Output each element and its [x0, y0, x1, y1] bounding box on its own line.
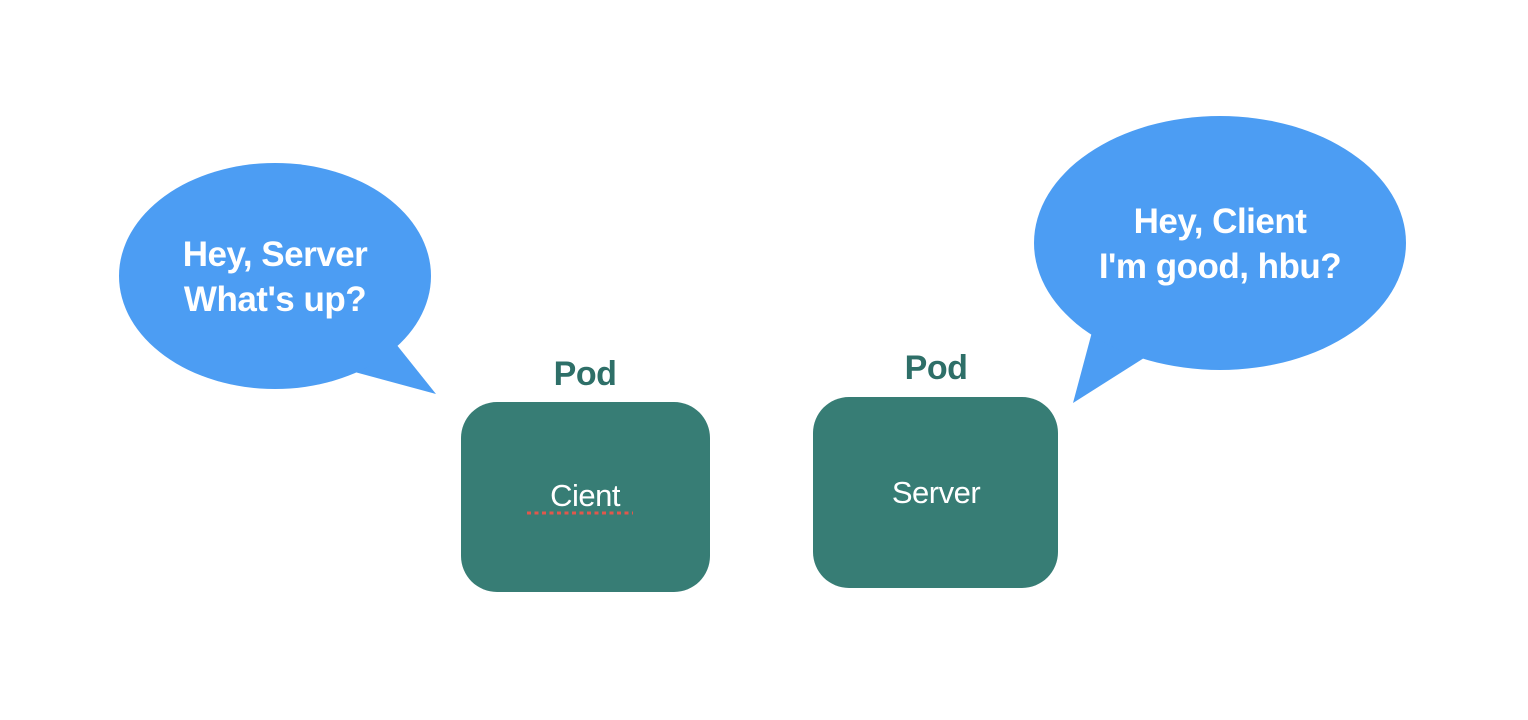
- server-pod-label: Pod: [905, 349, 968, 387]
- client-pod-label: Pod: [554, 355, 617, 393]
- client-bubble-body: [119, 163, 431, 389]
- client-bubble-tail-icon: [351, 344, 436, 394]
- server-pod: Pod Server: [813, 349, 1058, 588]
- server-bubble-body: [1034, 116, 1406, 370]
- server-bubble-line2: I'm good, hbu?: [1099, 247, 1341, 286]
- client-pod-box: [461, 402, 710, 592]
- client-speech-bubble: Hey, Server What's up?: [119, 163, 436, 394]
- client-pod: Pod Cient: [461, 355, 710, 592]
- client-box-label: Cient: [550, 478, 621, 513]
- server-pod-box: [813, 397, 1058, 588]
- client-bubble-line1: Hey, Server: [183, 235, 368, 274]
- server-box-label: Server: [892, 475, 980, 510]
- server-bubble-line1: Hey, Client: [1134, 202, 1308, 241]
- server-speech-bubble: Hey, Client I'm good, hbu?: [1034, 116, 1406, 403]
- client-bubble-line2: What's up?: [184, 280, 366, 319]
